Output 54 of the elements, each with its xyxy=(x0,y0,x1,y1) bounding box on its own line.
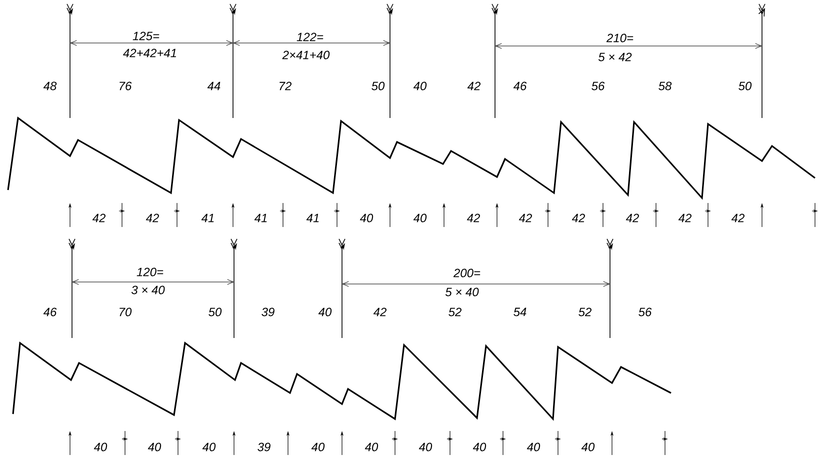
number-label: 41 xyxy=(306,214,319,222)
number-label: 40 xyxy=(472,442,486,452)
number-label: 39 xyxy=(262,308,274,316)
number-label: 40 xyxy=(360,214,374,222)
number-label: 58 xyxy=(658,82,672,90)
number-label: 42 xyxy=(572,214,585,222)
number-label: 72 xyxy=(280,82,292,90)
dimension-label: 5 × 42 xyxy=(597,52,633,62)
dimension-label: 122= xyxy=(296,32,325,42)
number-label: 42 xyxy=(467,82,480,90)
number-label: 42 xyxy=(373,308,386,316)
number-label: 42 xyxy=(92,214,106,222)
number-label: 41 xyxy=(254,214,267,222)
dimension-label: 200= xyxy=(452,268,482,278)
number-label: 46 xyxy=(43,308,57,316)
number-label: 40 xyxy=(413,214,427,222)
number-label: 42 xyxy=(678,214,692,222)
number-label: 44 xyxy=(207,82,220,90)
number-label: 48 xyxy=(43,82,57,90)
number-label: 40 xyxy=(581,442,595,452)
number-label: 46 xyxy=(513,82,527,90)
dimension-label: 42+42+41 xyxy=(122,48,178,58)
number-label: 76 xyxy=(120,82,132,90)
number-label: 56 xyxy=(592,82,605,90)
number-label: 41 xyxy=(201,214,214,222)
dimension-label: 120= xyxy=(136,266,165,278)
number-label: 40 xyxy=(311,442,325,452)
number-label: 56 xyxy=(638,308,652,316)
number-label: 40 xyxy=(94,442,108,452)
number-label: 40 xyxy=(418,442,432,452)
dimension-label: 3 × 40 xyxy=(130,284,166,296)
number-label: 50 xyxy=(208,308,222,316)
dimension-label: 5 × 40 xyxy=(444,286,480,298)
dimension-label: 210= xyxy=(605,32,635,44)
dimension-label: 125= xyxy=(132,30,161,42)
number-label: 50 xyxy=(372,82,385,90)
number-label: 42 xyxy=(466,214,480,222)
number-label: 54 xyxy=(514,308,526,316)
number-label: 50 xyxy=(738,82,752,90)
number-label: 39 xyxy=(258,442,270,452)
number-label: 52 xyxy=(578,308,592,316)
number-label: 52 xyxy=(448,308,462,316)
number-label: 40 xyxy=(148,442,162,452)
dimension-label: 2×41+40 xyxy=(281,50,331,60)
number-label: 42 xyxy=(731,214,744,222)
number-label: 40 xyxy=(526,442,540,452)
number-label: 42 xyxy=(626,214,639,222)
number-label: 40 xyxy=(364,442,378,452)
number-label: 40 xyxy=(318,308,332,316)
number-label: 42 xyxy=(518,214,532,222)
number-label: 42 xyxy=(146,214,159,222)
number-label: 40 xyxy=(413,82,427,90)
number-label: 70 xyxy=(120,308,132,316)
number-label: 40 xyxy=(202,442,216,452)
